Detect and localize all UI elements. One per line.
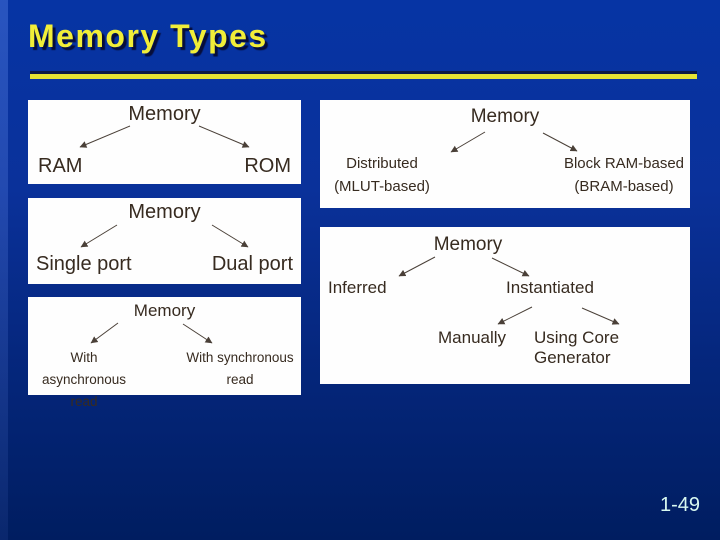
tree-arrows [90, 322, 213, 344]
diagram-ram-rom: Memory RAM ROM [28, 100, 301, 184]
tree-arrows [450, 131, 578, 153]
tree-node-sub-left: Manually [438, 328, 507, 347]
tree-node-right: Block RAM-based (BRAM-based) [563, 155, 685, 195]
tree-node-root: Memory [133, 301, 196, 320]
tree-node-root: Memory [128, 201, 201, 223]
tree-node-root: Memory [128, 103, 201, 125]
tree-node-right: Instantiated [506, 278, 594, 297]
left-edge-band [0, 0, 8, 540]
tree-node-sub-right: Using Core Generator [534, 328, 620, 367]
page-number: 1-49 [660, 494, 701, 516]
tree-node-left: Single port [36, 253, 132, 275]
diagram-port-types: Memory Single port Dual port [28, 198, 301, 284]
tree-node-left: Inferred [328, 278, 387, 297]
title-underline-rule [30, 74, 697, 79]
diagram-implementation-types: Memory Distributed (MLUT-based) Block RA… [320, 100, 690, 208]
tree-node-right: Dual port [211, 253, 293, 275]
tree-node-left: Distributed (MLUT-based) [334, 155, 430, 195]
diagram-read-types: Memory With asynchronous read With synch… [28, 297, 301, 409]
tree-node-left: RAM [38, 155, 83, 177]
tree-arrows [80, 224, 249, 248]
tree-node-root: Memory [470, 106, 540, 127]
tree-node-root: Memory [433, 234, 503, 255]
tree-node-right: With synchronous read [186, 350, 294, 387]
tree-arrows [398, 256, 620, 325]
page-title: Memory Types [28, 18, 268, 54]
tree-node-right: ROM [244, 155, 291, 177]
tree-arrows [79, 125, 250, 148]
diagram-instantiation-types: Memory Inferred Instantiated Manually Us… [320, 227, 690, 384]
tree-node-left: With asynchronous read [41, 350, 127, 409]
